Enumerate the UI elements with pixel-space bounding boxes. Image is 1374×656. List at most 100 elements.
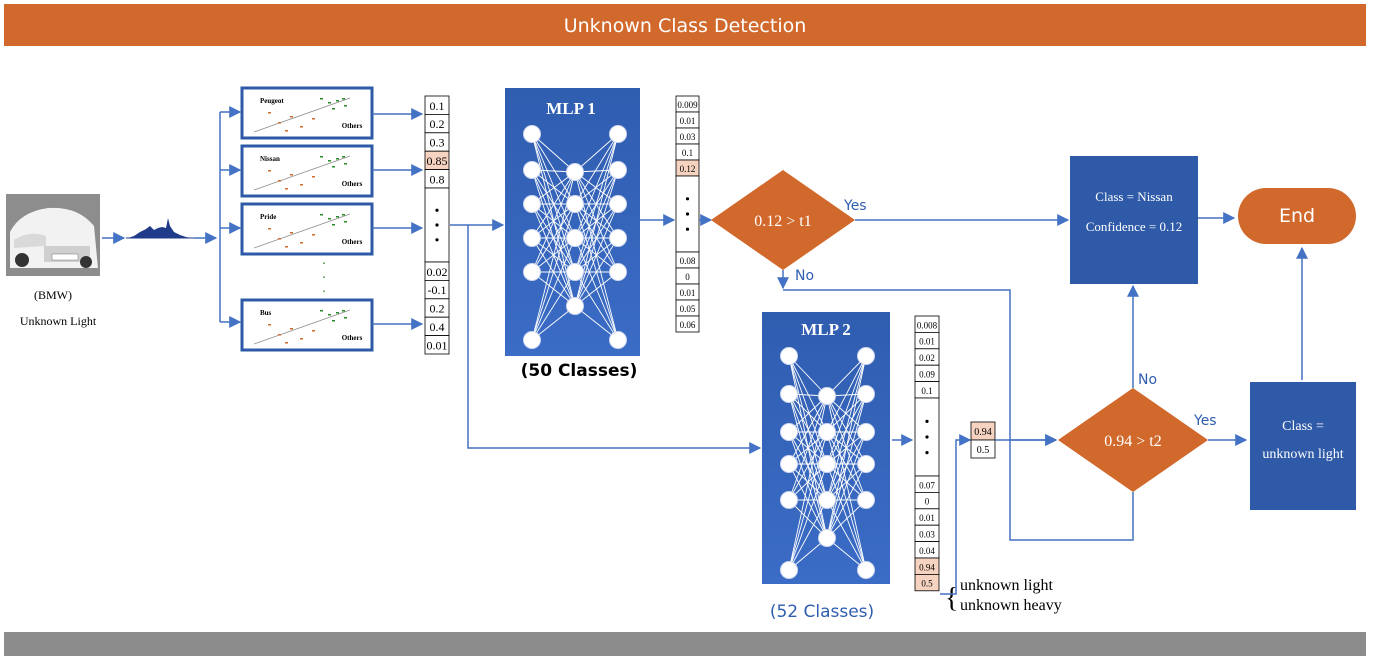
classifier-point <box>336 100 339 102</box>
mlp-neuron <box>857 491 875 509</box>
vector-value: 0.3 <box>430 136 445 150</box>
mlp-edge <box>826 463 867 539</box>
classifier-point <box>285 188 288 190</box>
vector-value: 0.08 <box>680 256 696 266</box>
vector-cell <box>424 335 450 355</box>
classifier-point <box>336 158 339 160</box>
mlp-neuron <box>857 347 875 365</box>
vector-ellipsis-dot <box>435 223 439 227</box>
classifier-point <box>290 116 293 118</box>
classifier-point <box>290 328 293 330</box>
mlp-neuron <box>523 229 541 247</box>
score-vector: 0.10.20.30.850.80.02-0.10.20.40.01 <box>424 95 450 355</box>
mlp-edge <box>826 395 867 571</box>
mlp2-output-vector: 0.0080.010.020.090.10.0700.010.030.040.9… <box>914 315 940 592</box>
mlp-edge <box>531 237 576 341</box>
classifier-point <box>312 118 315 120</box>
classifier-boundary <box>253 213 351 249</box>
classifier-point <box>328 314 331 316</box>
car-photo-icon <box>6 194 100 276</box>
classifier-name: Bus <box>260 309 272 317</box>
decision2-no: No <box>1138 372 1157 388</box>
classifier-point <box>312 234 315 236</box>
classifier-point <box>268 228 271 230</box>
vector-ellipsis-dot <box>925 419 929 423</box>
mlp-edge <box>574 171 619 239</box>
mlp-edge <box>826 355 867 501</box>
end-label: End <box>1279 205 1315 227</box>
result1-line1: Class = Nissan <box>1095 189 1173 204</box>
mlp-edge <box>574 133 619 239</box>
mlp-neuron <box>857 423 875 441</box>
classifier-point <box>342 214 345 216</box>
mlp-neuron <box>609 125 627 143</box>
mlp-edge <box>574 271 619 307</box>
classifier-point <box>290 174 293 176</box>
mlp-neuron <box>818 387 836 405</box>
classifier-point <box>278 334 281 336</box>
classifier-point <box>342 98 345 100</box>
mlp-edge <box>788 355 828 501</box>
classifier-point <box>290 232 293 234</box>
mlp-edge <box>788 355 828 465</box>
mlp-neuron <box>609 331 627 349</box>
vector-value: 0.12 <box>680 164 696 174</box>
pair-cell-2 <box>970 439 996 459</box>
unknown-heavy-label: unknown heavy <box>960 597 1062 614</box>
classifier-frame <box>240 202 374 256</box>
mlp-edge <box>826 431 867 539</box>
mlp-edge <box>788 463 828 571</box>
vector-cell <box>914 574 940 592</box>
classifier-point <box>332 108 335 110</box>
vector-value: 0.009 <box>677 100 698 110</box>
mlp-edge <box>788 355 828 397</box>
vector-value: 0.2 <box>430 302 445 316</box>
mlp-edge <box>574 203 619 307</box>
mlp-neuron <box>780 491 798 509</box>
classifier-point <box>312 176 315 178</box>
result2-line2: unknown light <box>1262 447 1343 462</box>
vector-value: 0.01 <box>919 337 935 347</box>
mlp-neuron <box>523 125 541 143</box>
classifier-name: Pride <box>260 213 276 221</box>
classifier-point <box>278 122 281 124</box>
result1-box <box>1070 156 1198 284</box>
classifier-point <box>332 166 335 168</box>
mlp-edge <box>531 133 576 273</box>
mlp-neuron <box>857 561 875 579</box>
vector-value: 0.1 <box>682 148 693 158</box>
mlp-neuron <box>566 195 584 213</box>
vector-cell <box>675 315 700 333</box>
banner-title: Unknown Class Detection <box>564 15 807 37</box>
classifier-point <box>285 246 288 248</box>
vector-value: 0.06 <box>680 320 696 330</box>
vector-value: 0.02 <box>919 353 935 363</box>
vector-ellipsis-dot <box>435 208 439 212</box>
decision1-no: No <box>795 268 814 284</box>
mlp-edge <box>574 305 619 341</box>
mlp-neuron <box>609 195 627 213</box>
classifier-point <box>344 317 347 319</box>
classifier-point <box>278 180 281 182</box>
vector-ellipsis-dot <box>435 238 439 242</box>
vector-value: 0.01 <box>680 116 696 126</box>
classifier-point <box>332 320 335 322</box>
vector-value: 0.01 <box>919 513 935 523</box>
mlp-neuron <box>818 491 836 509</box>
mlp-neuron <box>780 385 798 403</box>
vector-ellipsis-dot <box>685 197 690 201</box>
vector-value: 0.04 <box>919 546 935 556</box>
mlp-edge <box>788 499 828 571</box>
input-label: Unknown Light <box>20 314 97 328</box>
vector-value: 0.03 <box>680 132 696 142</box>
vector-value: 0.01 <box>680 288 696 298</box>
classifier-name: Peugeot <box>260 97 284 105</box>
classifier-point <box>312 330 315 332</box>
classifier-point <box>268 170 271 172</box>
mlp-edge <box>531 171 576 239</box>
arrow-output-to-pair <box>940 434 972 595</box>
